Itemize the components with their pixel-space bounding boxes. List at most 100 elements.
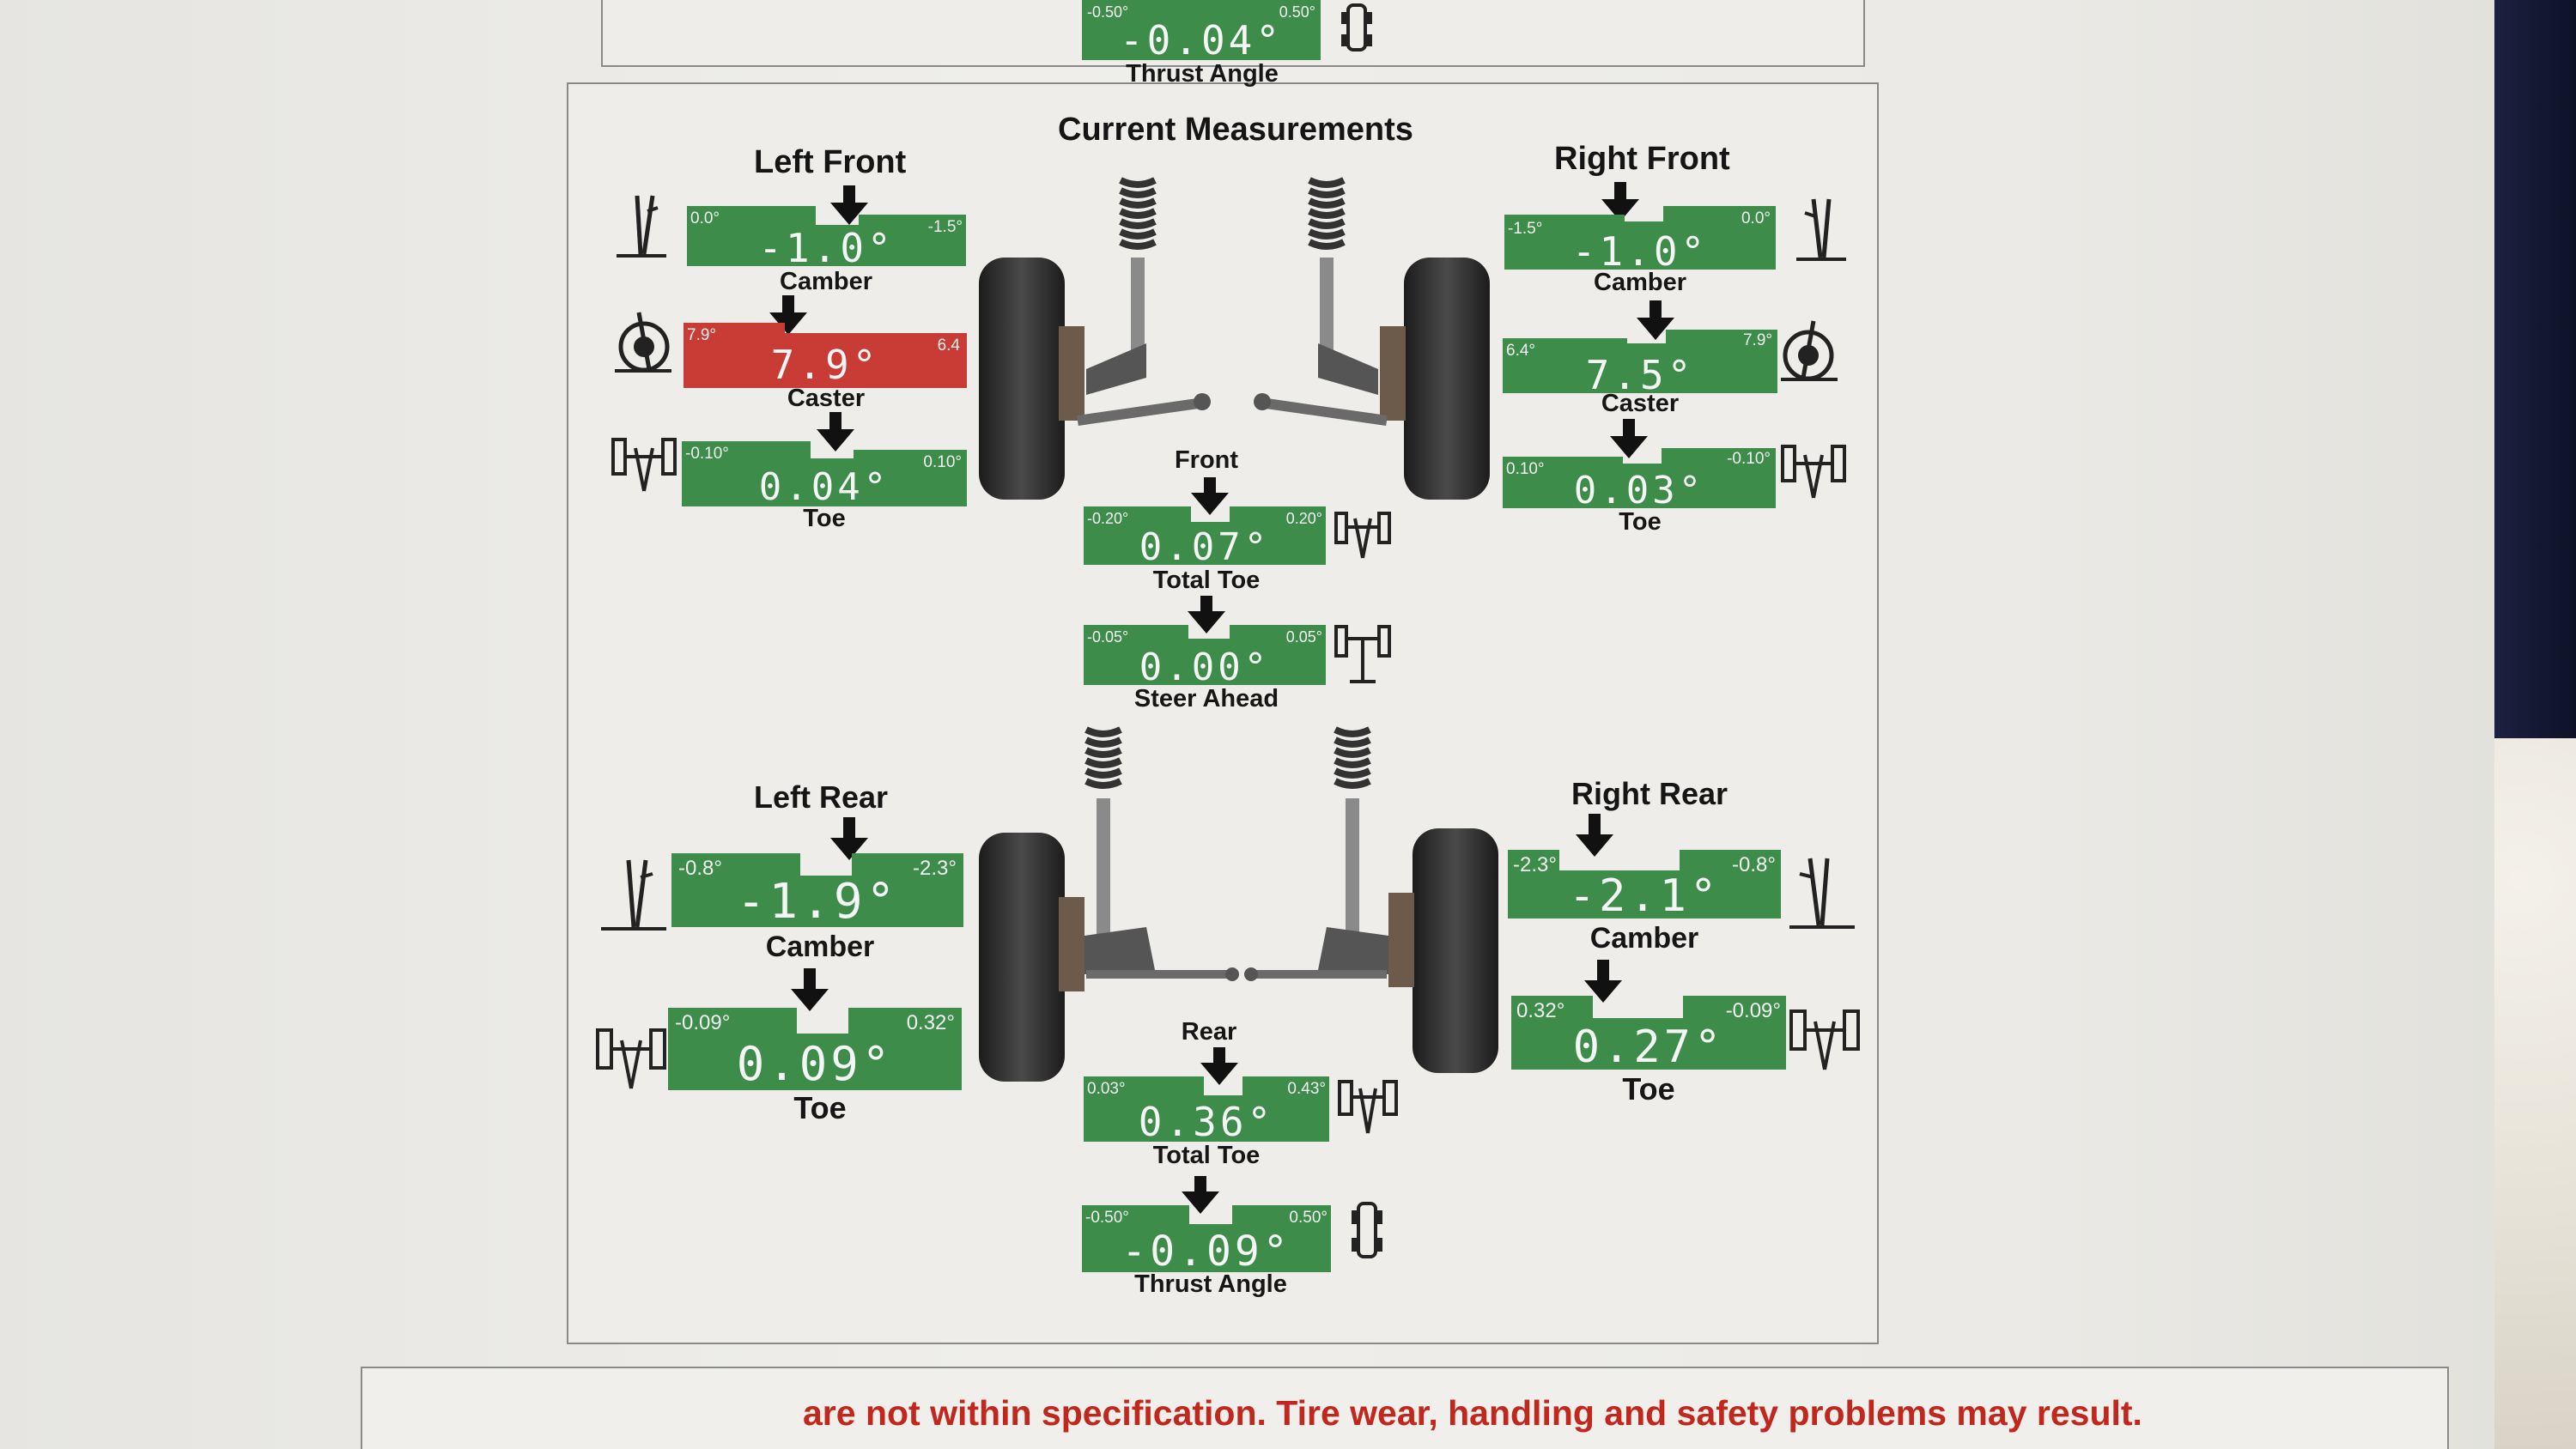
rr-toe-min: 0.32° <box>1516 999 1565 1022</box>
lf-caster-max: 6.4 <box>937 336 960 355</box>
rr-camber-label: Camber <box>1589 922 1699 955</box>
right-rear-title: Right Rear <box>1571 776 1728 811</box>
caster-icon <box>615 312 671 373</box>
camber-icon <box>1789 858 1855 929</box>
rr-camber-gauge: -2.3° -0.8° -2.1° <box>1508 850 1781 922</box>
lf-camber-value: -1.0° <box>758 225 895 271</box>
lf-toe-min: -0.10° <box>685 445 729 463</box>
caster-icon <box>1781 320 1838 381</box>
lf-camber-gauge: 0.0° -1.5° -1.0° <box>687 206 966 271</box>
rf-toe-arrow-stem <box>1623 419 1635 438</box>
camber-icon <box>1796 198 1846 261</box>
thrust-vehicle-icon <box>1341 3 1372 52</box>
camber-icon <box>617 195 666 258</box>
rear-thrust-label: Thrust Angle <box>1134 1270 1287 1298</box>
rr-toe-label: Toe <box>1622 1071 1675 1106</box>
rear-total-min: 0.03° <box>1087 1080 1126 1098</box>
rf-caster-max: 7.9° <box>1742 331 1772 349</box>
steer-ahead-arrow-stem <box>1200 596 1212 613</box>
front-total-arrow-stem <box>1204 477 1216 494</box>
front-total-min: -0.20° <box>1087 510 1129 527</box>
rear-thrust-max: 0.50° <box>1289 1209 1327 1227</box>
rr-camber-arrow <box>1576 834 1613 857</box>
top-thrust-min: -0.50° <box>1087 3 1129 21</box>
front-caption: Front <box>1174 446 1239 474</box>
warning-text: are not within specification. Tire wear,… <box>803 1393 2142 1433</box>
left-rear-title: Left Rear <box>754 779 889 815</box>
steer-ahead-icon <box>1334 625 1391 683</box>
lr-toe-max: 0.32° <box>906 1011 955 1034</box>
lf-caster-label: Caster <box>787 385 866 412</box>
lr-toe-arrow-stem <box>804 968 816 991</box>
lf-caster-gauge: 7.9° 6.4 7.9° <box>683 323 967 388</box>
background-fabric <box>2494 738 2576 1449</box>
rf-toe-arrow <box>1610 436 1648 458</box>
rf-toe-label: Toe <box>1619 508 1662 536</box>
lr-camber-arrow-stem <box>843 817 855 840</box>
background-edge <box>2494 0 2576 738</box>
rf-camber-arrow-stem <box>1614 182 1626 199</box>
rf-caster-value: 7.5° <box>1585 352 1695 398</box>
warning-panel <box>361 1367 2449 1449</box>
top-thrust-gauge: -0.50° 0.50° -0.04° <box>1082 0 1321 64</box>
rear-suspension-illustration <box>979 726 1498 1082</box>
rf-camber-value: -1.0° <box>1571 228 1709 275</box>
rr-toe-max: -0.09° <box>1725 999 1781 1022</box>
rf-camber-max: 0.0° <box>1741 209 1771 227</box>
lf-toe-value: 0.04° <box>758 465 890 509</box>
toe-icon <box>611 438 677 492</box>
front-total-toe-gauge: -0.20° 0.20° 0.07° <box>1084 506 1326 569</box>
rear-thrust-value: -0.09° <box>1121 1228 1291 1276</box>
lf-toe-label: Toe <box>803 505 846 532</box>
rf-toe-gauge: 0.10° -0.10° 0.03° <box>1503 448 1776 512</box>
lr-camber-label: Camber <box>765 931 875 963</box>
lf-camber-label: Camber <box>780 268 872 295</box>
lf-camber-min: 0.0° <box>690 209 720 227</box>
top-thrust-value: -0.04° <box>1119 17 1284 64</box>
front-total-value: 0.07° <box>1139 525 1271 569</box>
rear-total-arrow <box>1200 1063 1238 1085</box>
steer-ahead-label: Steer Ahead <box>1133 685 1279 712</box>
section-title: Current Measurements <box>1058 112 1413 148</box>
rear-caption: Rear <box>1181 1018 1237 1046</box>
rf-caster-min: 6.4° <box>1506 342 1536 360</box>
toe-icon <box>596 1028 666 1089</box>
lf-toe-arrow-stem <box>829 412 841 431</box>
rear-thrust-gauge: -0.50° 0.50° -0.09° <box>1082 1205 1331 1276</box>
rf-caster-gauge: 6.4° 7.9° 7.5° <box>1503 330 1777 398</box>
rr-camber-max: -0.8° <box>1732 853 1776 876</box>
total-toe-icon <box>1338 1080 1398 1134</box>
rear-total-value: 0.36° <box>1138 1099 1275 1145</box>
rear-total-toe-gauge: 0.03° 0.43° 0.36° <box>1084 1076 1329 1145</box>
steer-ahead-value: 0.00° <box>1139 646 1271 689</box>
steer-ahead-max: 0.05° <box>1285 628 1322 646</box>
lf-camber-max: -1.5° <box>927 218 963 236</box>
rf-caster-arrow-stem <box>1649 300 1662 319</box>
rr-camber-value: -2.1° <box>1568 870 1721 922</box>
rear-total-arrow-stem <box>1213 1047 1225 1064</box>
front-total-label: Total Toe <box>1152 567 1261 594</box>
rr-toe-arrow-stem <box>1597 960 1609 982</box>
lf-toe-gauge: -0.10° 0.10° 0.04° <box>682 441 967 509</box>
lf-toe-max: 0.10° <box>923 453 962 471</box>
lr-camber-gauge: -0.8° -2.3° -1.9° <box>671 853 963 930</box>
steer-ahead-arrow <box>1188 611 1225 634</box>
rf-camber-gauge: -1.5° 0.0° -1.0° <box>1504 206 1776 275</box>
rf-camber-label: Camber <box>1594 269 1686 296</box>
top-thrust-max: 0.50° <box>1279 3 1315 21</box>
rf-camber-min: -1.5° <box>1508 220 1543 238</box>
front-suspension-illustration <box>979 177 1490 500</box>
lr-camber-max: -2.3° <box>913 857 957 880</box>
top-thrust-label: Thrust Angle <box>1126 60 1279 88</box>
total-toe-icon <box>1334 512 1391 559</box>
lr-toe-arrow <box>791 989 829 1011</box>
lf-toe-arrow <box>817 429 854 452</box>
front-total-arrow <box>1191 493 1229 515</box>
lf-camber-arrow-stem <box>843 185 855 203</box>
rf-toe-max: -0.10° <box>1727 450 1771 468</box>
rear-total-label: Total Toe <box>1152 1142 1261 1169</box>
toe-icon <box>1781 445 1846 499</box>
steer-ahead-gauge: -0.05° 0.05° 0.00° <box>1084 625 1326 689</box>
lr-toe-label: Toe <box>793 1090 847 1125</box>
rear-thrust-min: -0.50° <box>1085 1209 1129 1227</box>
